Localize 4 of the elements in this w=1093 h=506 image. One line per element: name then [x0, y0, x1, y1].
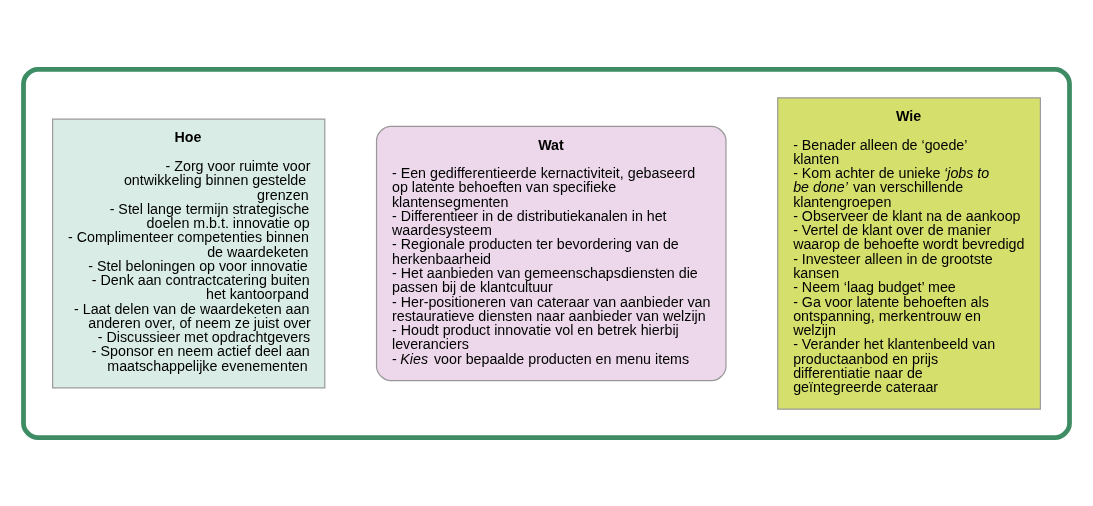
node-box: Hoe - Zorg voor ruimte voor ontwikkeling binnen gestelde grenzen - Stel lange termijn strategische doelen m.b.t. innovatie op - Complimenteer competenties binnen de waardeketen - Stel beloningen op voor innovatie - Denk aan contractcatering buiten het kantoorpand - Laat delen van de waardeketen aan anderen over, of neem ze juist over - Discussieer met opdrachtgevers - Sponsor en neem actief deel aan maatschappelijke evenementen	[52, 118, 326, 388]
node-box: Wie - Benader alleen de ‘goede’ klanten - Kom achter de unieke ‘jobs to be done’ van verschillende klantengroepen - Observeer de klant na de aankoop - Vertel de klant over de manier waarop de behoefte wordt bevredigd - Investeer alleen in de grootste kansen - Neem ‘laag budget’ mee - Ga voor latente behoeften als ontspanning, merkentrouw en welzijn - Verander het klantenbeeld van productaanbod en prijs differentiatie naar de geïntegreerde cateraar	[777, 96, 1041, 410]
node-box: Wat - Een gedifferentieerde kernactiviteit, gebaseerd op latente behoeften van specifieke klantensegmenten - Differentieer in de distributiekanalen in het waardesysteem - Regionale producten ter bevordering van de herkenbaarheid - Het aanbieden van gemeenschapsdiensten die passen bij de klantcultuur - Her-positioneren van cateraar van aanbieder van restauratieve diensten naar aanbieder van welzijn - Houdt product innovatie vol en betrek hierbij leveranciers - Kies voor bepaalde producten en menu items	[375, 125, 727, 381]
cluster	[21, 66, 1072, 440]
